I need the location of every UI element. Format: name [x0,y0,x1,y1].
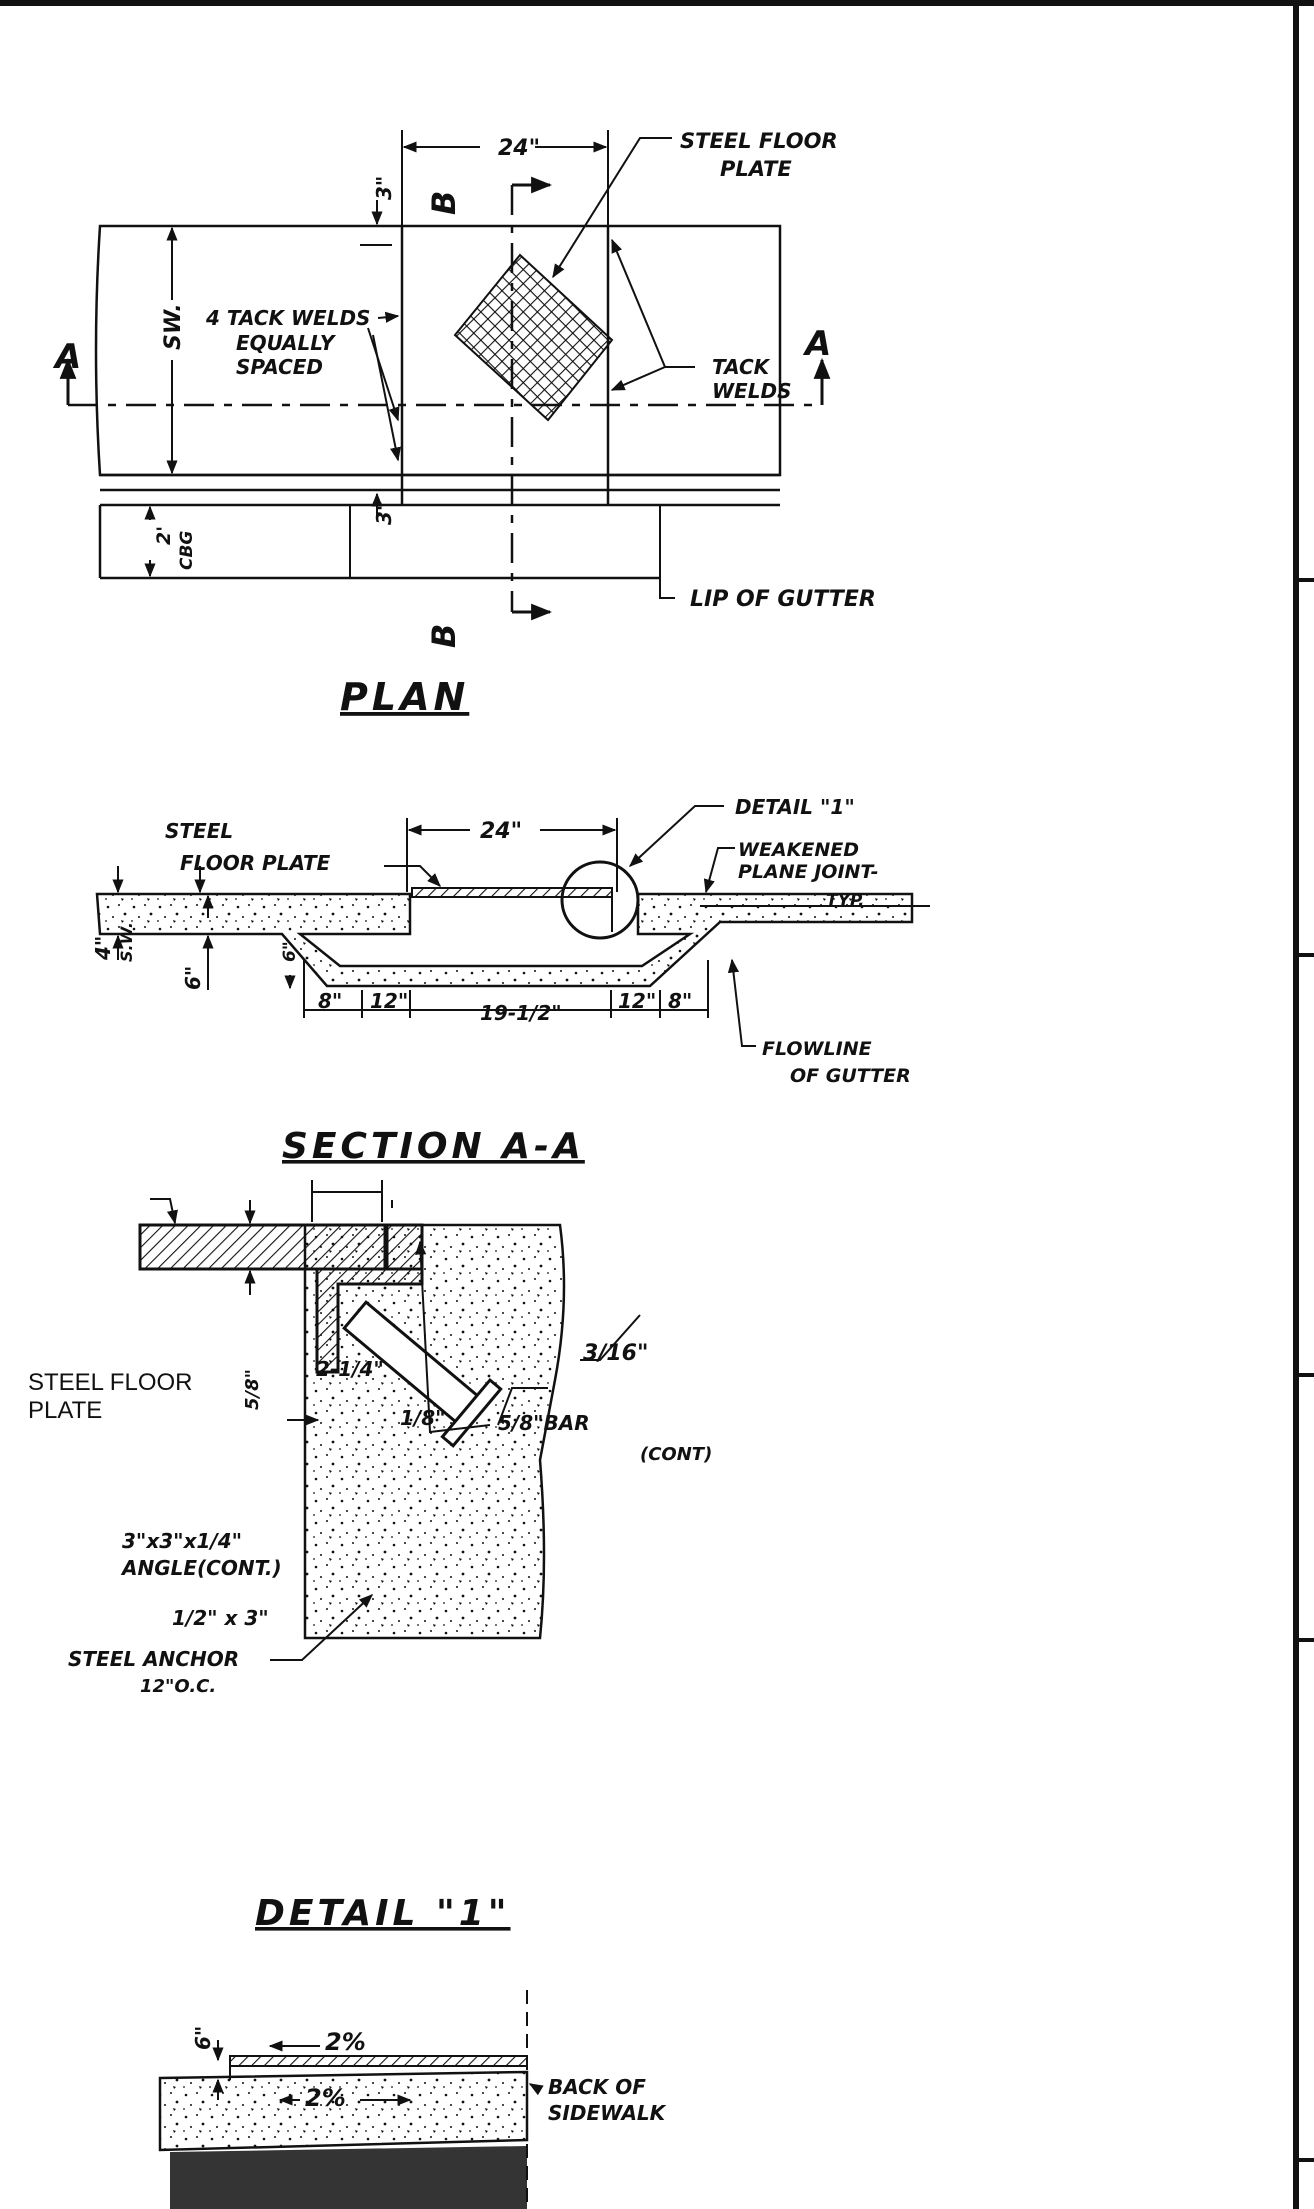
plan-section-mark-b-bottom: B [425,624,463,648]
plan-view: 24" STEEL FLOOR PLATE 3" SW. 4 TACK WELD… [52,129,876,719]
section-aa-concrete [95,892,914,988]
plan-sidewalk-outline [94,224,782,477]
plan-title: PLAN [340,675,469,719]
section-aa-label-weakened-2: PLANE JOINT- [738,861,878,883]
section-aa-dim-24: 24" [480,819,522,844]
plan-dim-cbg-2: 2' [153,526,175,545]
section-aa-dim-19: 19-1/2" [480,1001,562,1025]
plan-label-tack-welds-2: WELDS [712,379,791,403]
plan-label-tack-welds-equal-1: 4 TACK WELDS [205,306,370,330]
detail-1-label-angle-1: 3"x3"x1/4" [122,1529,242,1553]
detail-1-label-steel-floor-2: PLATE [28,1397,102,1424]
section-bb-label-back-2: SIDEWALK [548,2101,667,2125]
section-aa-steel-floor-plate [411,887,613,898]
plan-dim-3-bottom: 3" [372,501,396,525]
detail-1-label-steel-floor-1: STEEL FLOOR [28,1369,192,1396]
section-aa-detail-circle [560,860,640,940]
section-aa-label-steel-2: FLOOR PLATE [180,851,331,875]
plan-dim-24: 24" [498,136,540,161]
detail-1-label-anchor-3: 12"O.C. [140,1676,216,1697]
section-aa-title: SECTION A-A [282,1126,585,1167]
section-aa-dim-8-right: 8" [668,989,692,1013]
plan-label-tack-welds-1: TACK [712,355,771,379]
section-bb-dim-6: 6" [191,2026,215,2050]
detail-1-label-anchor-2: STEEL ANCHOR [68,1647,239,1671]
plan-dim-3-top: 3" [372,176,396,200]
section-aa-label-flowline-2: OF GUTTER [790,1065,911,1087]
section-aa-dim-sw: S.W. [117,922,136,962]
plan-label-tack-welds-equal-2: EQUALLY [236,331,337,355]
detail-1-label-angle-2: ANGLE(CONT.) [120,1556,282,1580]
section-bb-view: 6" 2% 2% BACK OF SIDEWALK [158,1990,667,2209]
plan-section-mark-a-left: A [52,337,81,377]
plan-label-steel-floor-plate-1: STEEL FLOOR [680,129,838,153]
section-aa-dim-8-left: 8" [318,989,342,1013]
section-aa-dim-12-right: 12" [618,989,656,1013]
section-aa-view: STEEL FLOOR PLATE 24" DETAIL "1" WEAKENE… [91,795,930,1167]
detail-1-weld-3-16: 3/16" [583,1341,648,1366]
section-aa-dim-6-left: 6" [181,966,205,990]
detail-1-label-bar-1: 5/8"BAR [498,1411,590,1435]
plan-label-lip-of-gutter: LIP OF GUTTER [690,587,876,612]
plan-dim-cbg: CBG [177,531,197,570]
plan-dim-sw: SW. [161,303,186,350]
detail-1-view: STEEL FLOOR PLATE 5/8" 2-1/4" 1/8" 3/16"… [28,1180,712,1934]
detail-1-steel-anchor [342,1300,503,1448]
detail-1-title: DETAIL "1" [255,1893,511,1934]
detail-1-dim-2-1-4: 2-1/4" [316,1357,384,1381]
section-bb-steel-plate [229,2055,528,2067]
plan-section-mark-b-top: B [425,191,463,215]
section-aa-label-weakened-3: TYP. [826,891,864,911]
section-aa-dim-6-inner: 6" [280,941,300,962]
section-aa-label-detail-1: DETAIL "1" [735,795,855,819]
section-aa-label-flowline-1: FLOWLINE [762,1038,872,1060]
plan-label-steel-floor-plate-2: PLATE [720,157,792,181]
plan-section-mark-a-right: A [802,324,831,364]
detail-1-dim-1-8: 1/8" [400,1406,446,1430]
detail-1-dim-5-8: 5/8" [242,1369,263,1410]
detail-1-label-anchor-1: 1/2" x 3" [172,1606,269,1630]
section-bb-subgrade [170,2146,527,2209]
plan-label-tack-welds-equal-3: SPACED [236,355,323,379]
section-aa-label-weakened-1: WEAKENED [738,839,859,861]
detail-1-steel-floor-plate [138,1223,387,1271]
section-aa-dim-12-left: 12" [370,989,408,1013]
section-aa-dim-4: 4" [91,936,115,961]
section-aa-label-steel-1: STEEL [165,819,233,843]
plan-steel-floor-plate [453,253,614,422]
detail-1-label-bar-2: (CONT) [640,1444,712,1465]
detail-1-bar [385,1223,424,1271]
section-bb-concrete [158,2070,529,2152]
section-bb-slope-bottom: 2% [305,2084,346,2112]
section-bb-label-back-1: BACK OF [548,2075,646,2099]
section-bb-slope-top: 2% [325,2028,366,2056]
